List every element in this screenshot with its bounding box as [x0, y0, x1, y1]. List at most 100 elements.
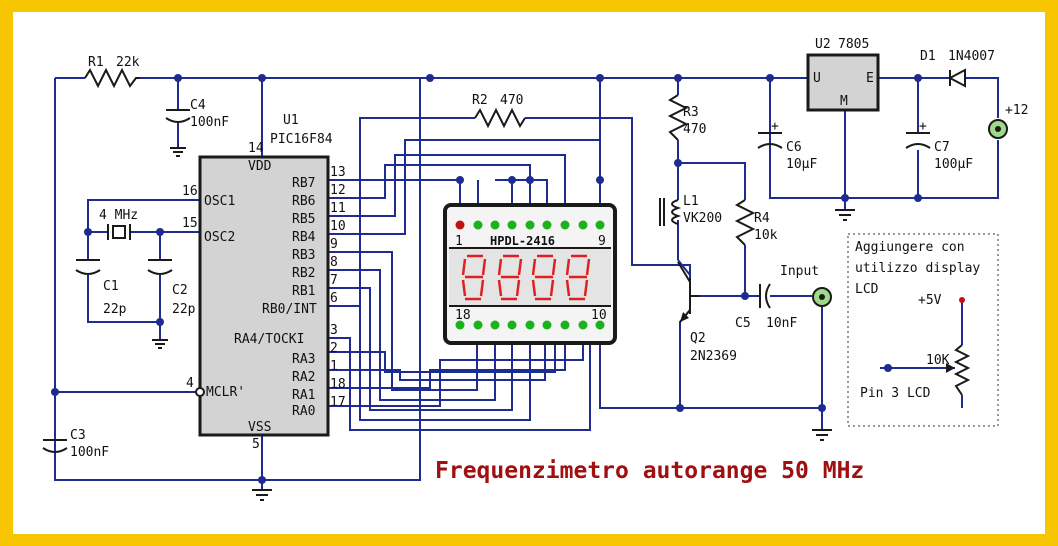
svg-text:8: 8: [330, 255, 338, 270]
svg-text:10K: 10K: [926, 353, 950, 368]
svg-text:Aggiungere con: Aggiungere con: [855, 240, 965, 255]
display-pin: [595, 320, 605, 330]
svg-text:7: 7: [330, 273, 338, 288]
svg-text:R1: R1: [88, 55, 104, 70]
display-hpdl-2416: HPDL-2416 1 9 18 10: [443, 203, 617, 345]
svg-text:R2: R2: [472, 93, 488, 108]
lcd-note: Aggiungere con utilizzo display LCD +5V …: [847, 233, 999, 427]
display-pin: [542, 320, 552, 330]
svg-text:MCLR': MCLR': [206, 385, 245, 400]
capacitor-c7: + C7 100µF: [905, 119, 973, 172]
svg-text:17: 17: [330, 395, 346, 410]
svg-text:10: 10: [591, 308, 607, 323]
svg-text:9: 9: [598, 234, 606, 249]
svg-text:C2: C2: [172, 283, 188, 298]
svg-text:C1: C1: [103, 279, 119, 294]
input-terminal: Input: [780, 264, 832, 307]
inductor-l1: L1 VK200: [659, 194, 722, 226]
display-pins-top: [455, 220, 605, 230]
svg-text:3: 3: [330, 323, 338, 338]
svg-text:18: 18: [330, 377, 346, 392]
svg-text:9: 9: [330, 237, 338, 252]
wires: [54, 77, 999, 490]
resistor-r2: R2 470: [472, 93, 526, 129]
svg-text:PIC16F84: PIC16F84: [270, 132, 333, 147]
svg-text:OSC2: OSC2: [204, 230, 235, 245]
svg-text:4: 4: [186, 376, 194, 391]
svg-text:utilizzo display: utilizzo display: [855, 261, 980, 276]
display-pin: [542, 220, 552, 230]
svg-text:2: 2: [330, 341, 338, 356]
capacitor-c3: C3 100nF: [42, 428, 109, 460]
svg-text:100nF: 100nF: [190, 115, 229, 130]
svg-text:RB3: RB3: [292, 248, 315, 263]
display-pin: [560, 220, 570, 230]
svg-text:RB6: RB6: [292, 194, 315, 209]
svg-text:C4: C4: [190, 98, 206, 113]
svg-text:22p: 22p: [172, 302, 196, 317]
display-pin: [507, 320, 517, 330]
svg-text:+: +: [919, 119, 927, 134]
resistor-r3: R3 470: [667, 94, 706, 141]
display-pin: [595, 220, 605, 230]
svg-text:2N2369: 2N2369: [690, 349, 737, 364]
svg-text:U1: U1: [283, 113, 299, 128]
svg-text:Q2: Q2: [690, 331, 706, 346]
svg-text:22p: 22p: [103, 302, 127, 317]
svg-text:RA2: RA2: [292, 370, 315, 385]
svg-text:1: 1: [455, 234, 463, 249]
svg-text:RA1: RA1: [292, 388, 315, 403]
svg-text:+5V: +5V: [918, 293, 942, 308]
svg-text:RA4/TOCKI: RA4/TOCKI: [234, 332, 304, 347]
display-pin: [525, 320, 535, 330]
svg-text:100nF: 100nF: [70, 445, 109, 460]
svg-text:14: 14: [248, 141, 264, 156]
svg-text:470: 470: [500, 93, 523, 108]
crystal-4mhz: 4 MHz: [99, 208, 138, 240]
display-pin: [473, 320, 483, 330]
svg-text:+12: +12: [1005, 103, 1028, 118]
svg-text:18: 18: [455, 308, 471, 323]
svg-text:Pin 3 LCD: Pin 3 LCD: [860, 386, 931, 401]
svg-text:RB2: RB2: [292, 266, 315, 281]
svg-text:100µF: 100µF: [934, 157, 973, 172]
seven-segment-digit: [531, 254, 557, 301]
svg-text:11: 11: [330, 201, 346, 216]
svg-text:4 MHz: 4 MHz: [99, 208, 138, 223]
svg-text:5: 5: [252, 437, 260, 452]
svg-text:VK200: VK200: [683, 211, 722, 226]
svg-text:13: 13: [330, 165, 346, 180]
seven-segment-digit: [497, 254, 523, 301]
svg-text:RB7: RB7: [292, 176, 315, 191]
svg-text:L1: L1: [683, 194, 699, 209]
svg-text:470: 470: [683, 122, 706, 137]
svg-text:C5: C5: [735, 316, 751, 331]
display-pins-bottom: [455, 320, 605, 330]
capacitor-c1: C1 22p: [75, 259, 127, 317]
display-pin: [560, 320, 570, 330]
svg-text:15: 15: [182, 216, 198, 231]
svg-text:+: +: [771, 119, 779, 134]
display-pin: [455, 320, 465, 330]
svg-text:RB4: RB4: [292, 230, 316, 245]
svg-text:HPDL-2416: HPDL-2416: [490, 234, 555, 248]
seven-segment-digit: [461, 254, 487, 301]
diagram-title: Frequenzimetro autorange 50 MHz: [435, 458, 864, 484]
svg-text:M: M: [840, 94, 848, 109]
svg-text:Input: Input: [780, 264, 819, 279]
svg-text:C3: C3: [70, 428, 86, 443]
supply-terminal: +12: [988, 103, 1028, 139]
mcu-u1: U1 PIC16F84 14 VDD 16 OSC1 15 OSC2 3 RA4…: [182, 113, 346, 452]
display-pin: [507, 220, 517, 230]
display-pin: [525, 220, 535, 230]
resistor-r4: R4 10k: [734, 199, 778, 246]
svg-text:10: 10: [330, 219, 346, 234]
svg-text:C6: C6: [786, 140, 802, 155]
display-pin: [578, 220, 588, 230]
capacitor-c4: C4 100nF: [165, 98, 229, 157]
svg-text:10k: 10k: [754, 228, 778, 243]
svg-text:RA3: RA3: [292, 352, 315, 367]
svg-text:10µF: 10µF: [786, 157, 817, 172]
svg-text:C7: C7: [934, 140, 950, 155]
capacitor-c6: + C6 10µF: [757, 119, 817, 172]
